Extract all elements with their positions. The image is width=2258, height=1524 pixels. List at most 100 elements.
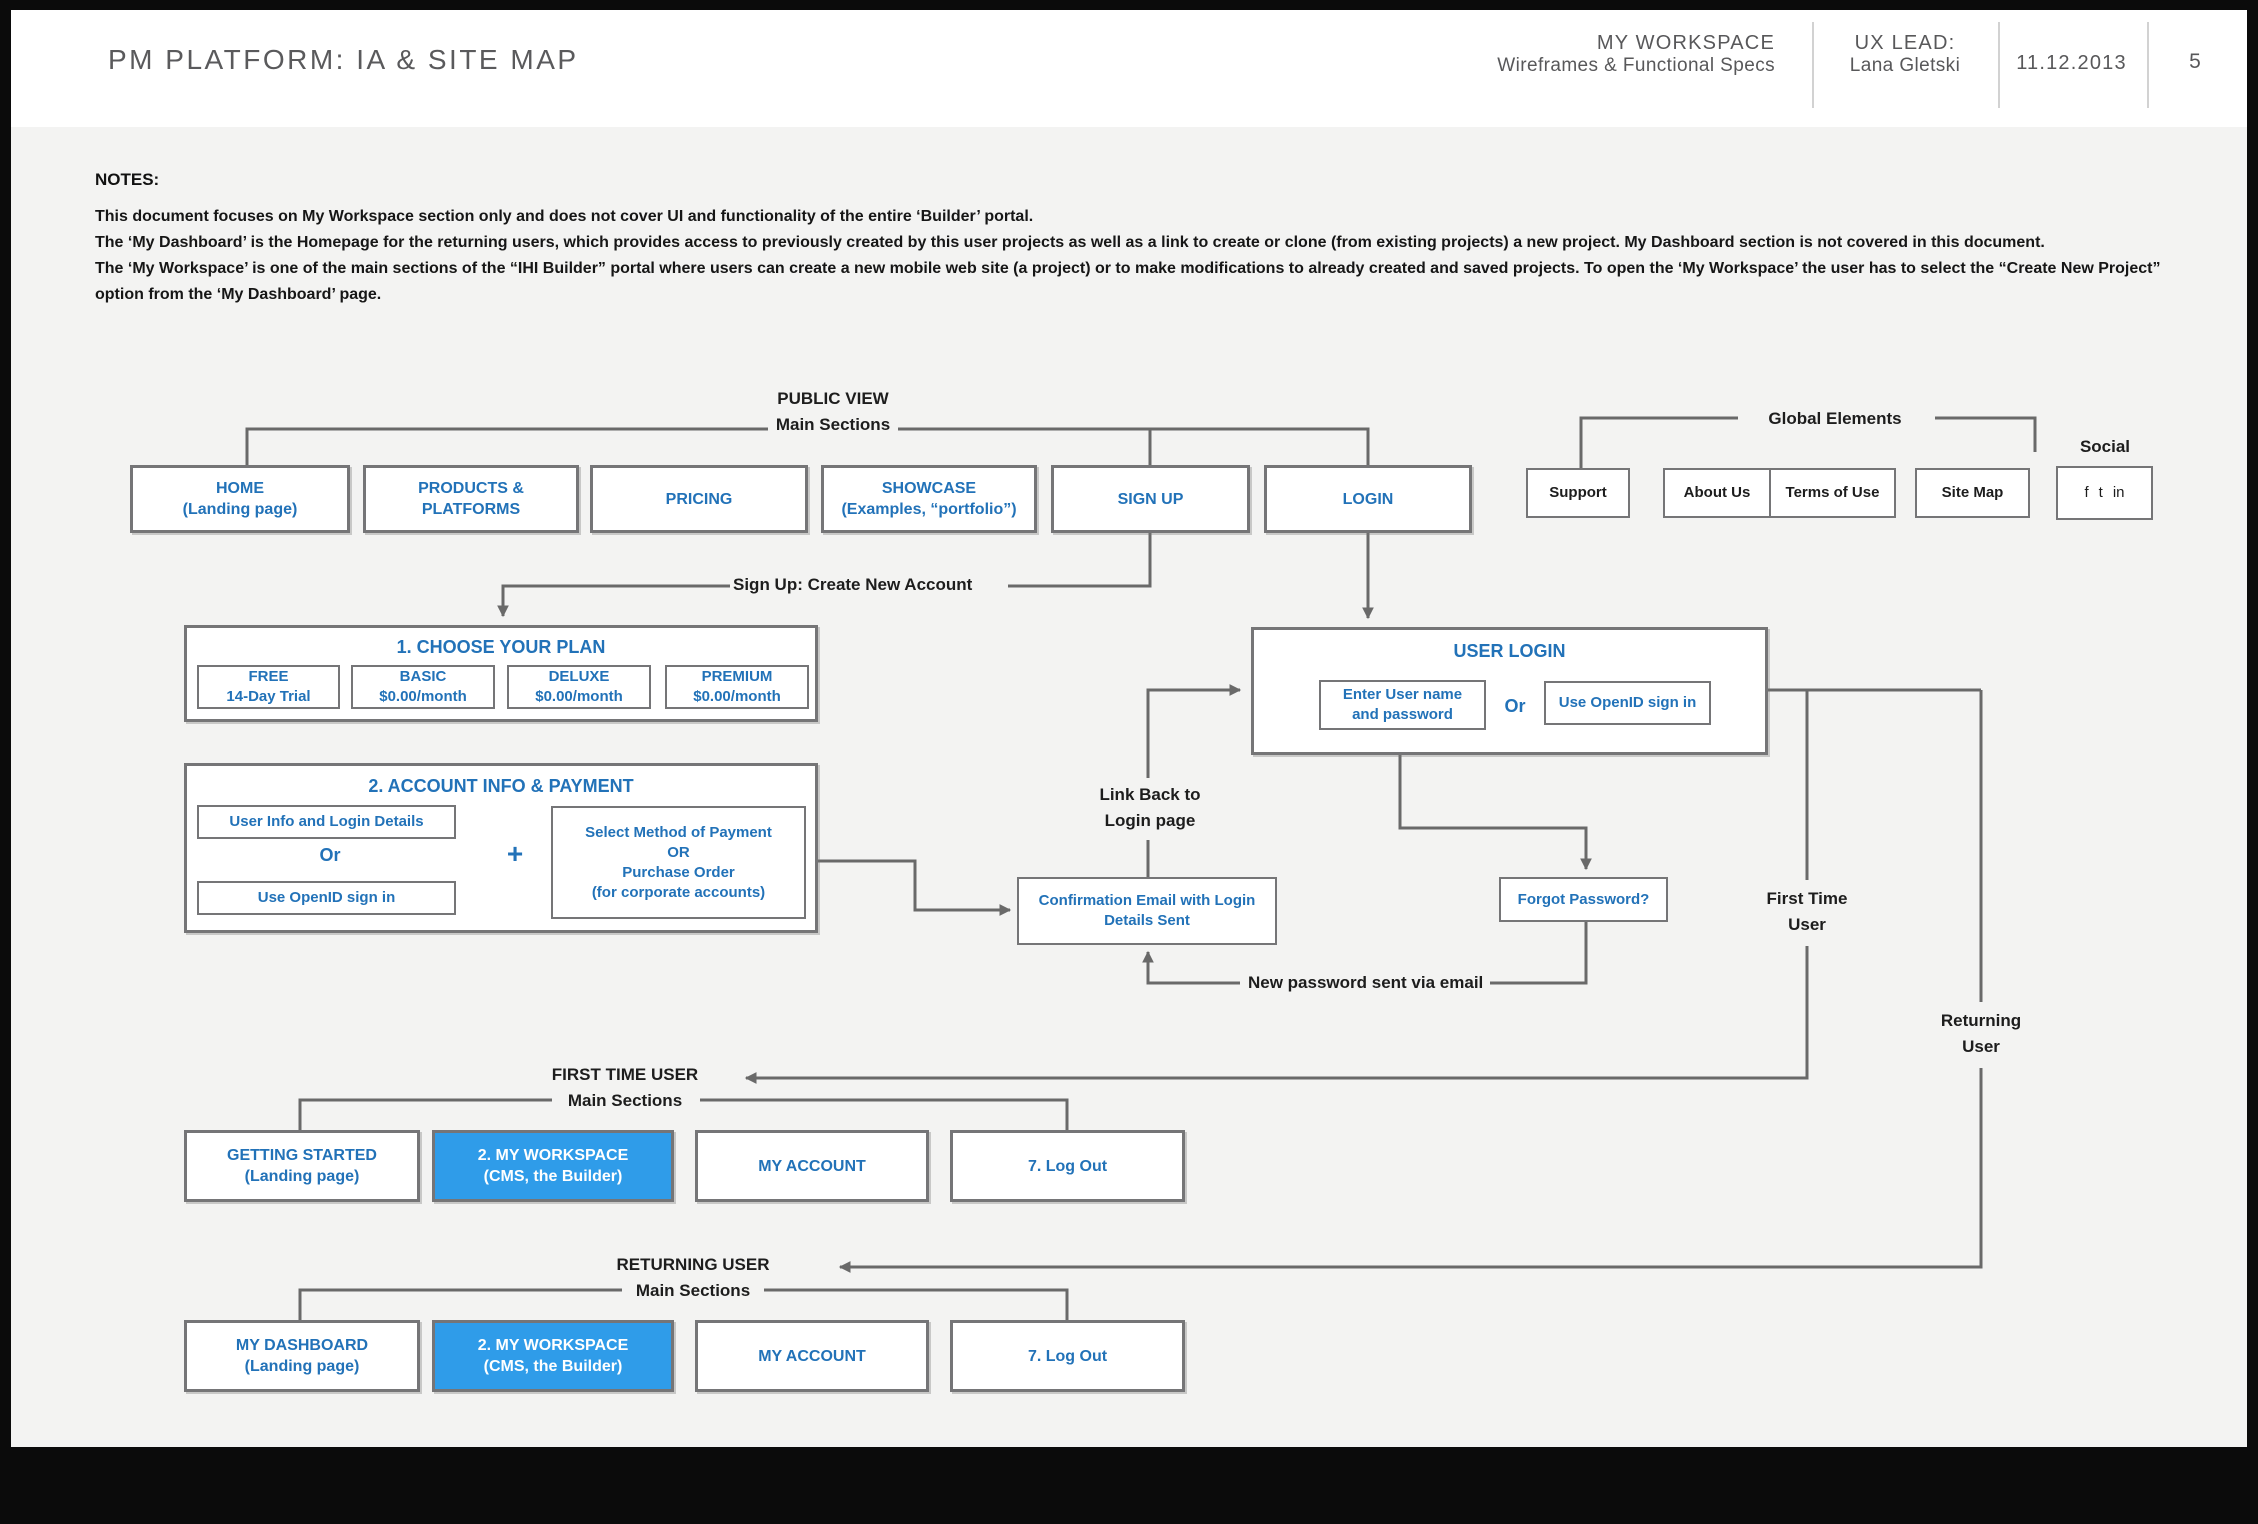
plan-basic-label: BASIC: [399, 668, 447, 685]
confirmation-line2: Details Sent: [1104, 912, 1190, 929]
header-divider: [2147, 22, 2149, 108]
user-login-title: USER LOGIN: [1453, 641, 1566, 661]
choose-your-plan-title: 1. CHOOSE YOUR PLAN: [396, 637, 606, 657]
node-support: Support: [1526, 468, 1630, 518]
link-back-line2: Login page: [1104, 811, 1196, 830]
node-support-label: Support: [1549, 484, 1607, 501]
forgot-password-label: Forgot Password?: [1517, 890, 1650, 908]
node-plan-basic: BASIC $0.00/month: [351, 665, 495, 709]
global-elements-heading: Global Elements: [1768, 409, 1902, 428]
twitter-icon: t: [2098, 484, 2103, 501]
returning-user-heading: RETURNING USER Main Sections: [543, 1252, 843, 1304]
node-login-label: LOGIN: [1342, 490, 1394, 508]
node-enter-username-password: Enter User name and password: [1319, 680, 1486, 730]
node-products-label: PRODUCTS &: [418, 480, 524, 497]
social-label: Social: [2079, 437, 2131, 456]
my-workspace-label: 2. MY WORKSPACE: [477, 1147, 629, 1164]
node-showcase-sublabel: (Examples, “portfolio”): [841, 501, 1017, 518]
payment-line3: Purchase Order: [622, 863, 735, 881]
node-pricing: PRICING: [590, 465, 808, 533]
ux-lead-label: UX LEAD:: [1854, 32, 1956, 54]
my-account-label: MY ACCOUNT: [758, 1157, 866, 1175]
node-my-workspace-first-time: 2. MY WORKSPACE (CMS, the Builder): [432, 1130, 674, 1202]
ux-lead-name: Lana Gletski: [1849, 55, 1961, 76]
node-site-map-label: Site Map: [1941, 484, 2004, 501]
page-number: 5: [2189, 50, 2201, 73]
sign-up-create-account-label: Sign Up: Create New Account: [733, 575, 973, 594]
my-dashboard-label: MY DASHBOARD: [235, 1337, 369, 1354]
node-my-dashboard: MY DASHBOARD (Landing page): [184, 1320, 420, 1392]
first-time-user-heading-line2: Main Sections: [567, 1091, 683, 1110]
my-workspace-returning-label: 2. MY WORKSPACE: [477, 1337, 629, 1354]
payment-line1: Select Method of Payment: [585, 823, 772, 841]
public-view-heading: PUBLIC VIEW Main Sections: [683, 386, 983, 438]
node-about-us: About Us: [1663, 468, 1771, 518]
user-info-label: User Info and Login Details: [229, 813, 424, 830]
date: 11.12.2013: [2016, 52, 2127, 74]
use-openid-signup-label: Use OpenID sign in: [257, 889, 396, 906]
node-plan-premium: PREMIUM $0.00/month: [665, 665, 809, 709]
node-products-sublabel: PLATFORMS: [421, 501, 521, 518]
notes-line-1: This document focuses on My Workspace se…: [95, 208, 1034, 225]
payment-line4: (for corporate accounts): [591, 883, 766, 901]
first-time-user-heading-line1: FIRST TIME USER: [551, 1065, 699, 1084]
plan-premium-label: PREMIUM: [701, 668, 773, 685]
node-my-account-first-time: MY ACCOUNT: [695, 1130, 929, 1202]
node-log-out-returning: 7. Log Out: [950, 1320, 1185, 1392]
enter-user-line1: Enter User name: [1342, 686, 1463, 703]
node-confirmation-email: Confirmation Email with Login Details Se…: [1017, 877, 1277, 945]
my-workspace-returning-sublabel: (CMS, the Builder): [483, 1358, 623, 1375]
link-back-line1: Link Back to: [1099, 785, 1201, 804]
node-site-map: Site Map: [1915, 468, 2030, 518]
public-view-heading-line2: Main Sections: [775, 415, 891, 434]
my-account-returning-label: MY ACCOUNT: [758, 1347, 866, 1365]
or-operator: Or: [319, 845, 341, 865]
node-home-label: HOME: [216, 480, 264, 497]
returning-user-heading-line2: Main Sections: [635, 1281, 751, 1300]
header-divider: [1998, 22, 2000, 108]
node-log-out-first-time: 7. Log Out: [950, 1130, 1185, 1202]
payment-line2: OR: [667, 843, 690, 861]
notes-line-3: The ‘My Workspace’ is one of the main se…: [95, 260, 2161, 303]
node-social: f t in: [2056, 466, 2153, 520]
linkedin-icon: in: [2112, 484, 2125, 501]
node-getting-started: GETTING STARTED (Landing page): [184, 1130, 420, 1202]
first-time-line1: First Time: [1766, 889, 1848, 908]
notes-heading: NOTES:: [95, 170, 160, 189]
log-out-returning-label: 7. Log Out: [1027, 1347, 1108, 1365]
or-operator-login: Or: [1504, 696, 1526, 716]
node-payment-method: Select Method of Payment OR Purchase Ord…: [551, 806, 806, 919]
returning-line1: Returning: [1940, 1011, 2022, 1030]
plan-deluxe-sublabel: $0.00/month: [535, 688, 623, 705]
node-home-sublabel: (Landing page): [182, 501, 298, 518]
plan-basic-sublabel: $0.00/month: [379, 688, 467, 705]
node-terms-of-use: Terms of Use: [1769, 468, 1896, 518]
node-showcase-label: SHOWCASE: [881, 480, 977, 497]
header-divider: [1812, 22, 1814, 108]
node-user-info-login-details: User Info and Login Details: [197, 805, 456, 839]
doc-title: MY WORKSPACE Wireframes & Functional Spe…: [1475, 32, 1775, 77]
first-time-line2: User: [1788, 915, 1826, 934]
link-back-label: Link Back to Login page: [1058, 782, 1242, 834]
returning-user-path-label: Returning User: [1911, 1008, 2051, 1060]
new-password-label: New password sent via email: [1248, 973, 1484, 992]
page-title: PM PLATFORM: IA & SITE MAP: [108, 44, 579, 75]
node-plan-free: FREE 14-Day Trial: [197, 665, 340, 709]
returning-user-heading-line1: RETURNING USER: [616, 1255, 770, 1274]
notes-paragraph: This document focuses on My Workspace se…: [95, 204, 2180, 308]
node-use-openid-signup: Use OpenID sign in: [197, 881, 456, 915]
node-products-platforms: PRODUCTS & PLATFORMS: [363, 465, 579, 533]
node-terms-of-use-label: Terms of Use: [1785, 484, 1880, 501]
node-plan-deluxe: DELUXE $0.00/month: [507, 665, 651, 709]
my-workspace-sublabel: (CMS, the Builder): [483, 1168, 623, 1185]
returning-line2: User: [1962, 1037, 2000, 1056]
node-my-workspace-returning: 2. MY WORKSPACE (CMS, the Builder): [432, 1320, 674, 1392]
getting-started-label: GETTING STARTED: [227, 1147, 377, 1164]
node-login: LOGIN: [1264, 465, 1472, 533]
plan-deluxe-label: DELUXE: [548, 668, 610, 685]
node-forgot-password: Forgot Password?: [1499, 877, 1668, 922]
log-out-label: 7. Log Out: [1027, 1157, 1108, 1175]
node-home: HOME (Landing page): [130, 465, 350, 533]
